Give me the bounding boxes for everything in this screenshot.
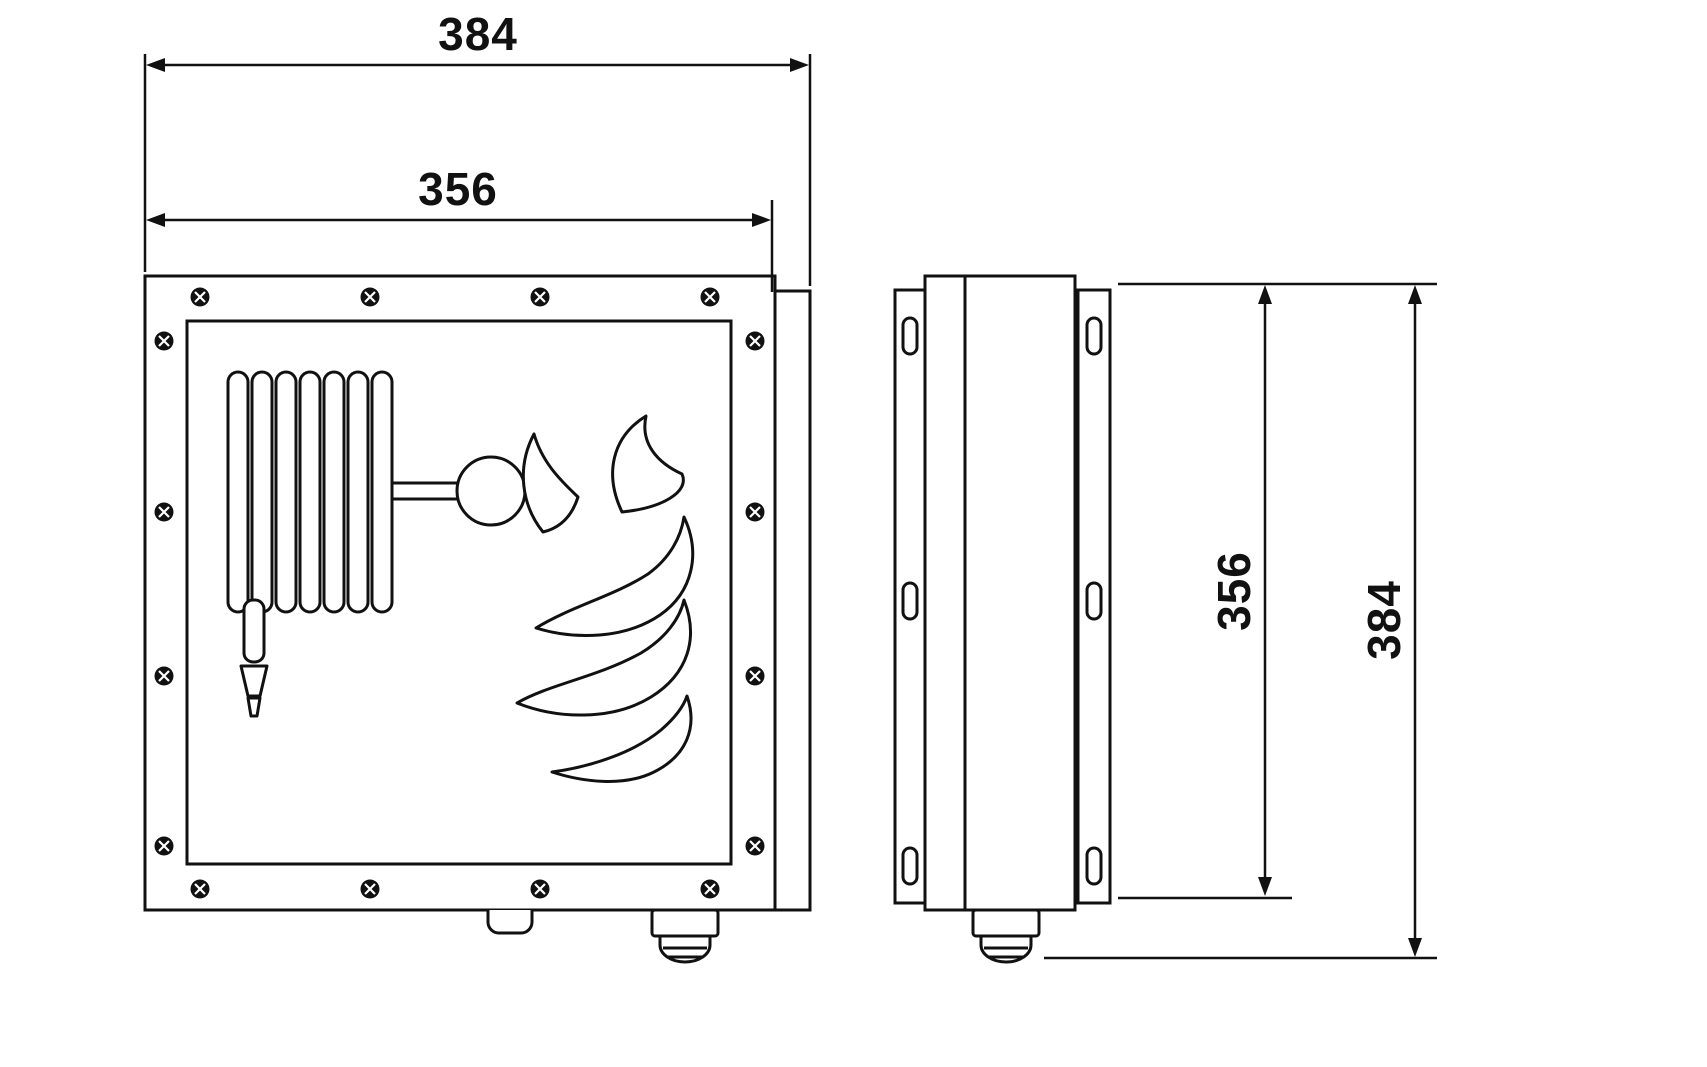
arrowhead	[790, 58, 809, 72]
cabinet-front-outline	[143, 274, 777, 912]
mount-slot	[901, 581, 919, 621]
flame-tongue	[611, 414, 685, 514]
screw-icon	[189, 878, 211, 900]
hose-drop-tube	[242, 598, 266, 664]
screw-icon	[744, 835, 766, 857]
arrowhead	[1408, 285, 1422, 304]
screw-icon	[529, 878, 551, 900]
hose-coil-loop	[250, 370, 274, 614]
mount-slot	[1085, 316, 1103, 356]
hose-nozzle-holder-circle	[455, 455, 527, 527]
flame-tongue	[515, 598, 692, 717]
screw-icon	[744, 501, 766, 523]
screw-icon	[359, 286, 381, 308]
side-mount-flange-right	[1076, 288, 1112, 905]
dimension-side-door-height: 356	[1118, 285, 1292, 900]
dimension-label-side-overall-height: 384	[1358, 580, 1410, 660]
screw-icon	[153, 665, 175, 687]
flame-tongue	[550, 694, 693, 783]
hose-coil-loop	[346, 370, 370, 614]
screw-icon	[153, 835, 175, 857]
screw-icon	[189, 286, 211, 308]
screw-icon	[153, 330, 175, 352]
side-body-outline	[923, 274, 1077, 912]
side-mount-slots	[901, 316, 1103, 886]
front-cable-glands	[486, 908, 720, 964]
arrowhead	[1258, 877, 1272, 896]
cable-gland	[650, 908, 720, 964]
screw-icon	[744, 665, 766, 687]
dimension-front-door-width: 356	[146, 163, 774, 292]
screw-icon	[529, 286, 551, 308]
mount-slot	[1085, 846, 1103, 886]
dimension-label-side-door-height: 356	[1208, 551, 1260, 631]
cabinet-door-panel	[185, 319, 733, 866]
screw-icon	[153, 501, 175, 523]
hose-coil-loop	[274, 370, 298, 614]
nozzle-body	[239, 664, 269, 698]
mount-slot	[1085, 581, 1103, 621]
arrowhead	[146, 213, 165, 227]
dimension-label-front-door-width: 356	[418, 163, 498, 215]
hose-coil-loop	[226, 370, 250, 614]
flame-tongue	[521, 432, 580, 534]
screw-icon	[699, 878, 721, 900]
arrowhead	[1258, 285, 1272, 304]
hose-coil-loop	[370, 370, 394, 614]
screw-icon	[359, 878, 381, 900]
fire-hose-reel-icon	[226, 370, 527, 718]
cabinet-depth-edge	[775, 289, 812, 912]
arrowhead	[146, 58, 165, 72]
front-view	[143, 274, 812, 912]
dimension-front-overall-width: 384	[143, 8, 812, 286]
flame-icon	[515, 414, 695, 783]
mount-slot	[901, 316, 919, 356]
dimension-side-overall-height: 384	[1044, 282, 1437, 960]
hose-coil-loop	[298, 370, 322, 614]
dimension-label-front-overall-width: 384	[438, 8, 518, 60]
arrowhead	[1408, 938, 1422, 957]
screw-icon	[699, 286, 721, 308]
small-cable-gland	[486, 910, 534, 935]
mount-slot	[901, 846, 919, 886]
nozzle-tip	[246, 696, 262, 718]
flame-tongue	[534, 515, 695, 638]
arrowhead	[752, 213, 771, 227]
side-cable-gland	[971, 908, 1041, 964]
screw-icon	[744, 330, 766, 352]
side-view	[893, 274, 1112, 912]
hose-coil-loop	[322, 370, 346, 614]
